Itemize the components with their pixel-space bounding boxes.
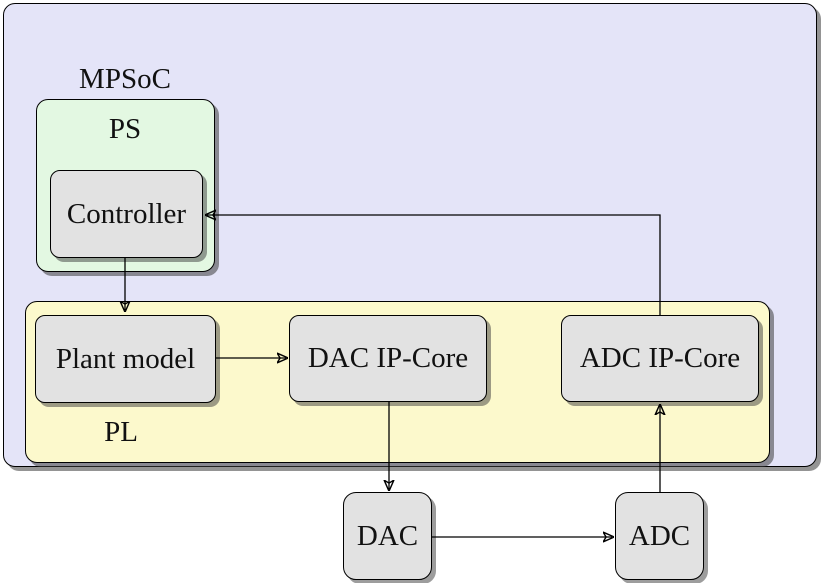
dac-ip-core-node-label: DAC IP-Core (307, 342, 469, 374)
plant-model-node: Plant model (35, 315, 216, 403)
controller-node-label: Controller (66, 197, 187, 230)
dac-node: DAC (343, 492, 432, 580)
adc-node: ADC (615, 492, 704, 580)
pl-label: PL (104, 416, 138, 448)
mpsoc-label: MPSoC (79, 63, 171, 95)
adc-ip-core-node: ADC IP-Core (561, 315, 759, 402)
dac-node-label: DAC (356, 519, 419, 552)
adc-node-label: ADC (628, 519, 691, 552)
dac-ip-core-node: DAC IP-Core (289, 315, 487, 402)
adc-ip-core-node-label: ADC IP-Core (579, 342, 741, 374)
plant-model-node-label: Plant model (55, 342, 196, 375)
ps-label: PS (108, 113, 142, 145)
controller-node: Controller (50, 170, 203, 258)
